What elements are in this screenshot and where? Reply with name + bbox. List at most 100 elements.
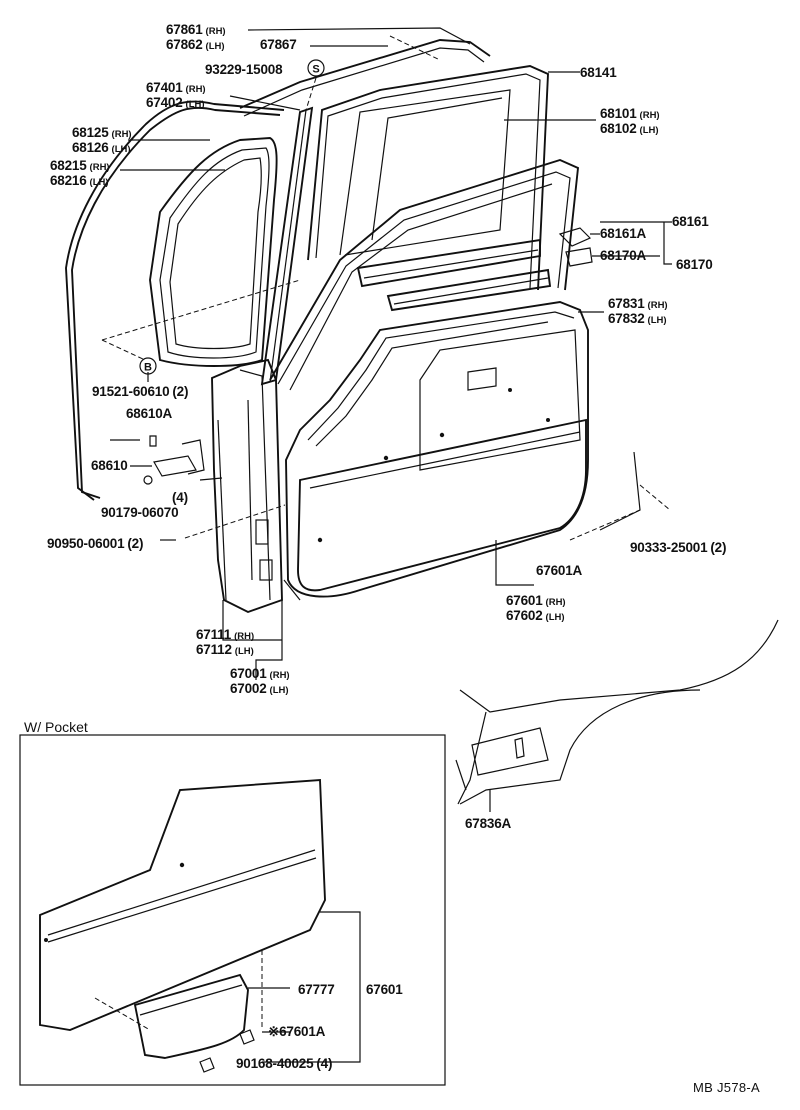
part-side-qualifier: (LH) bbox=[205, 41, 225, 52]
belt-weatherstrips bbox=[356, 227, 593, 312]
part-number: 68610A bbox=[126, 406, 173, 421]
part-label-68170: 68170 bbox=[676, 257, 713, 272]
door-glass bbox=[307, 65, 549, 291]
part-number: 93229-15008 bbox=[205, 62, 283, 77]
inset-title: W/ Pocket bbox=[24, 719, 88, 735]
part-number: 68125 bbox=[72, 125, 109, 140]
part-side-qualifier: (4) bbox=[316, 1056, 333, 1071]
part-number: 67832 bbox=[608, 311, 645, 326]
door-moulding bbox=[239, 39, 491, 117]
marker-s: S bbox=[307, 59, 325, 77]
part-number: 90950-06001 bbox=[47, 536, 125, 551]
part-label-68102: 68102(LH) bbox=[600, 121, 659, 138]
part-side-qualifier: (LH) bbox=[647, 315, 667, 326]
part-label-67832: 67832(LH) bbox=[608, 311, 667, 328]
part-number: 67862 bbox=[166, 37, 203, 52]
part-number: 67836A bbox=[465, 816, 512, 831]
part-number: 67112 bbox=[196, 642, 232, 657]
inset-frame bbox=[19, 734, 446, 1086]
part-number: 68102 bbox=[600, 121, 637, 136]
part-side-qualifier: (LH) bbox=[111, 144, 131, 155]
diagram-code: MB J578-A bbox=[693, 1080, 761, 1095]
marker-s-text: S bbox=[312, 64, 319, 76]
run-channel bbox=[260, 106, 314, 386]
part-number: 68141 bbox=[580, 65, 617, 80]
part-side-qualifier: (RH) bbox=[185, 84, 206, 95]
part-label-67601: 67601(RH) bbox=[506, 593, 566, 610]
door-weatherstrip bbox=[65, 100, 285, 501]
part-number: 67867 bbox=[260, 37, 297, 52]
part-side-qualifier: (RH) bbox=[269, 670, 290, 681]
part-label-67112: 67112(LH) bbox=[196, 642, 254, 659]
part-side-qualifier: (2) bbox=[127, 536, 144, 551]
part-side-qualifier: (RH) bbox=[234, 631, 255, 642]
part-label-67002: 67002(LH) bbox=[230, 681, 289, 698]
part-label-93229: 93229-15008 bbox=[205, 62, 283, 77]
part-label-67862: 67862(LH) bbox=[166, 37, 225, 54]
part-number: 67002 bbox=[230, 681, 267, 696]
part-label-67001: 67001(RH) bbox=[230, 666, 290, 683]
part-label-67111: 67111(RH) bbox=[196, 627, 254, 644]
part-number: ※67601A bbox=[268, 1024, 326, 1039]
part-label-68215: 68215(RH) bbox=[50, 158, 110, 175]
part-number: 67777 bbox=[298, 982, 335, 997]
part-number: 68215 bbox=[50, 158, 87, 173]
part-label-67831: 67831(RH) bbox=[608, 296, 668, 313]
part-number: 90333-25001 bbox=[630, 540, 708, 555]
part-label-67601b: 67601 bbox=[366, 982, 403, 997]
marker-b: B bbox=[139, 357, 157, 375]
part-side-qualifier: (2) bbox=[172, 384, 189, 399]
part-side-qualifier: (RH) bbox=[111, 129, 132, 140]
part-number: 67601A bbox=[536, 563, 583, 578]
part-number: 67111 bbox=[196, 627, 232, 642]
part-side-qualifier: (LH) bbox=[234, 646, 254, 657]
leader-lines bbox=[94, 27, 672, 1063]
part-label-68161: 68161 bbox=[672, 214, 709, 229]
part-number: (4) bbox=[172, 490, 188, 505]
part-number: 67601 bbox=[366, 982, 403, 997]
part-label-68125: 68125(RH) bbox=[72, 125, 132, 142]
part-number: 68101 bbox=[600, 106, 637, 121]
part-number: 67601 bbox=[506, 593, 543, 608]
part-number: 68216 bbox=[50, 173, 87, 188]
part-label-68170A: 68170A bbox=[600, 248, 646, 263]
part-number: 67001 bbox=[230, 666, 267, 681]
part-number: 67401 bbox=[146, 80, 183, 95]
part-side-qualifier: (LH) bbox=[89, 177, 109, 188]
part-label-68216: 68216(LH) bbox=[50, 173, 109, 190]
part-number: 68161 bbox=[672, 214, 709, 229]
part-number: 68170A bbox=[600, 248, 647, 263]
part-label-68141: 68141 bbox=[580, 65, 617, 80]
part-label-90168: 90168-40025(4) bbox=[236, 1056, 332, 1071]
part-side-qualifier: (2) bbox=[710, 540, 727, 555]
part-label-67401: 67401(RH) bbox=[146, 80, 206, 97]
part-label-qty4: (4) bbox=[172, 490, 188, 505]
door-trim-board bbox=[285, 301, 589, 598]
part-label-68101: 68101(RH) bbox=[600, 106, 660, 123]
part-side-qualifier: (RH) bbox=[545, 597, 566, 608]
part-label-67602: 67602(LH) bbox=[506, 608, 565, 625]
part-label-67402: 67402(LH) bbox=[146, 95, 205, 112]
part-side-qualifier: (RH) bbox=[205, 26, 226, 37]
door-shell bbox=[199, 358, 301, 614]
door-check bbox=[143, 435, 205, 485]
part-number: 68161A bbox=[600, 226, 647, 241]
part-number: 68170 bbox=[676, 257, 713, 272]
part-side-qualifier: (LH) bbox=[269, 685, 289, 696]
part-number: 67831 bbox=[608, 296, 645, 311]
part-label-90179: 90179-06070 bbox=[101, 505, 179, 520]
part-side-qualifier: (RH) bbox=[647, 300, 668, 311]
body-side-outline bbox=[455, 451, 779, 805]
part-label-67601A: 67601A bbox=[536, 563, 582, 578]
part-side-qualifier: (LH) bbox=[185, 99, 205, 110]
part-number: 68610 bbox=[91, 458, 128, 473]
part-number: 67861 bbox=[166, 22, 203, 37]
part-label-68161A: 68161A bbox=[600, 226, 646, 241]
part-label-90333: 90333-25001(2) bbox=[630, 540, 726, 555]
part-side-qualifier: (LH) bbox=[639, 125, 659, 136]
part-label-67601Ab: ※67601A bbox=[268, 1024, 325, 1039]
opening-trim bbox=[149, 137, 278, 367]
part-label-68126: 68126(LH) bbox=[72, 140, 131, 157]
part-side-qualifier: (LH) bbox=[545, 612, 565, 623]
